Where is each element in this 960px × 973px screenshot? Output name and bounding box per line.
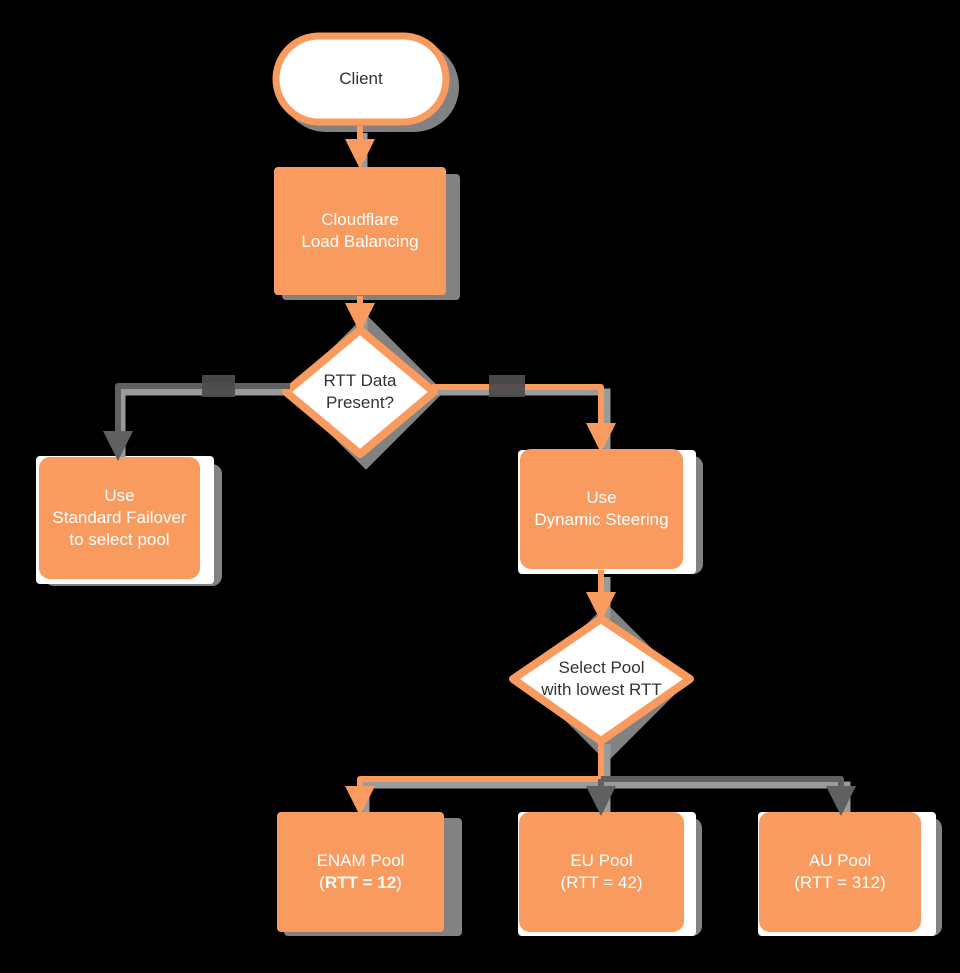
node-dynamic-steering[interactable] (520, 449, 683, 569)
node-client[interactable] (272, 32, 450, 126)
node-select-pool-lowest-rtt[interactable] (509, 615, 694, 745)
edge-label-boxes (202, 375, 525, 397)
node-cloudflare-load-balancing[interactable] (274, 167, 446, 295)
edge-select-to-enam (345, 740, 604, 816)
node-standard-failover[interactable] (39, 457, 200, 579)
node-au-pool[interactable] (759, 812, 921, 932)
edge-shadows (118, 133, 851, 820)
edge-rtt-yes-to-dynamic (432, 384, 616, 453)
edge-select-to-au (601, 776, 856, 816)
edge-label-no-box (202, 375, 235, 397)
node-rtt-data-present[interactable] (282, 326, 438, 458)
node-eu-pool[interactable] (519, 812, 684, 932)
node-enam-pool[interactable] (277, 812, 444, 932)
edge-label-yes-box (489, 375, 525, 397)
